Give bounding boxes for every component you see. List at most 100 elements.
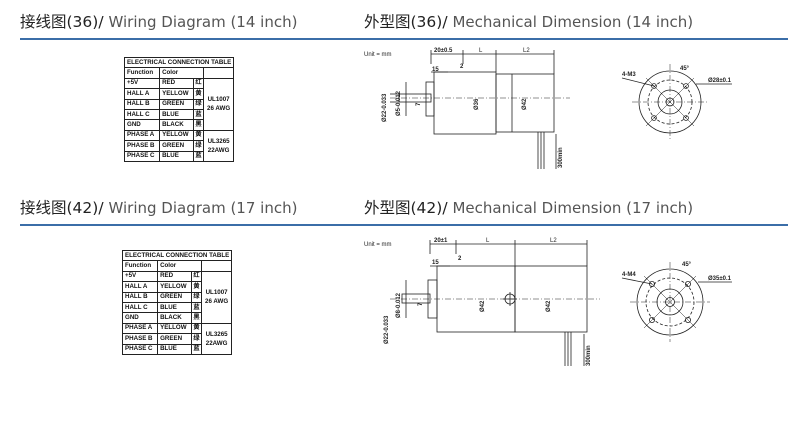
- cell-color: RED: [159, 77, 194, 90]
- wire-spec-phase: UL3265 22AWG: [200, 322, 233, 355]
- wire-spec-hall: UL1007 26 AWG: [202, 77, 235, 131]
- unit-label: Unit = mm: [364, 52, 392, 58]
- cell-function: PHASE A: [121, 322, 159, 335]
- wiring-heading-42: 接线图(42)/ Wiring Diagram (17 inch): [20, 196, 297, 218]
- mech-heading-zh: 外型图(36)/: [364, 13, 448, 31]
- dim-l2: L2: [550, 238, 557, 244]
- spec-awg: 22AWG: [205, 339, 228, 347]
- cell-function: PHASE C: [121, 343, 159, 355]
- dim-15: 15: [432, 260, 439, 266]
- dim-7: 7: [418, 302, 424, 306]
- cell-color: GREEN: [157, 291, 192, 303]
- mech-heading-zh: 外型图(42)/: [364, 199, 448, 217]
- cell-color-zh: 黄: [191, 322, 202, 335]
- cell-function: HALL C: [121, 301, 159, 314]
- dim-top: 20±0.5: [434, 48, 453, 54]
- table-row: HALL B GREEN 绿: [123, 98, 234, 110]
- cell-function: +5V: [121, 270, 159, 283]
- cell-function: GND: [121, 312, 159, 324]
- dim-thread: 4-M3: [622, 72, 636, 78]
- wiring-heading-en: Wiring Diagram (14 inch): [108, 13, 298, 31]
- dim-thread: 4-M4: [622, 272, 636, 278]
- mech-heading-en: Mechanical Dimension (14 inch): [452, 13, 694, 31]
- spec-cable: UL3265: [205, 330, 228, 338]
- cell-function: HALL B: [123, 98, 161, 110]
- cell-function: HALL B: [121, 291, 159, 303]
- motor-body-front: [433, 71, 497, 135]
- connection-table: ELECTRICAL CONNECTION TABLE Function Col…: [121, 249, 233, 355]
- unit-label: Unit = mm: [364, 242, 392, 248]
- dim-pcd: Ø35±0.1: [708, 276, 732, 282]
- spec-awg: 26 AWG: [205, 298, 229, 306]
- spec-cable: UL1007: [207, 96, 230, 104]
- cell-function: HALL A: [123, 88, 161, 100]
- spec-cable: UL3265: [207, 137, 230, 145]
- cell-color-zh: 黑: [191, 312, 202, 324]
- table-row: +5V RED 红 UL1007 26 AWG: [121, 270, 233, 324]
- dim-angle: 45°: [682, 262, 692, 268]
- table-row: PHASE A YELLOW 黄 UL3265 22AWG: [121, 322, 233, 355]
- dim-15: 15: [432, 67, 439, 73]
- cell-color-zh: 绿: [191, 333, 202, 345]
- table-row: PHASE A YELLOW 黄 UL3265 22AWG: [123, 129, 235, 162]
- dim-7: 7: [416, 102, 422, 106]
- shaft-outline: [401, 293, 431, 304]
- mech-heading-42: 外型图(42)/ Mechanical Dimension (17 inch): [364, 196, 693, 218]
- col-color: Color: [157, 260, 202, 272]
- dim-2: 2: [460, 64, 464, 70]
- cell-color-zh: 绿: [191, 291, 202, 303]
- col-function: Function: [123, 67, 161, 79]
- cell-color: YELLOW: [157, 322, 192, 335]
- cell-function: PHASE B: [121, 333, 159, 345]
- cell-color: GREEN: [159, 140, 194, 152]
- col-function: Function: [121, 260, 159, 272]
- wire-spec-hall: UL1007 26 AWG: [200, 270, 233, 324]
- table-title: ELECTRICAL CONNECTION TABLE: [121, 249, 233, 262]
- cell-function: HALL A: [121, 281, 159, 293]
- dim-body1: Ø36: [474, 98, 480, 110]
- dim-pcd: Ø28±0.1: [708, 78, 732, 84]
- wiring-heading-zh: 接线图(36)/: [20, 13, 104, 31]
- cell-color: BLACK: [159, 119, 194, 131]
- cell-color: YELLOW: [159, 88, 194, 100]
- connection-table: ELECTRICAL CONNECTION TABLE Function Col…: [123, 56, 235, 162]
- cell-color: BLUE: [157, 343, 192, 355]
- section-divider: [20, 224, 788, 226]
- section-divider: [20, 38, 788, 40]
- mechanical-drawing-42: Unit = mm 20±1 L L2 15 2 Ø8-0.012 Ø22-0.…: [364, 238, 732, 366]
- cell-color: BLACK: [157, 312, 192, 324]
- dim-lead: 300min: [586, 345, 592, 366]
- cell-color: YELLOW: [159, 129, 194, 142]
- cell-color-zh: 绿: [193, 98, 204, 110]
- cell-color: GREEN: [159, 98, 194, 110]
- cell-color: YELLOW: [157, 281, 192, 293]
- cell-color-zh: 黑: [193, 119, 204, 131]
- dim-angle: 45°: [680, 66, 690, 72]
- cell-color-zh: 蓝: [193, 108, 204, 121]
- cell-color-zh: 黄: [193, 129, 204, 142]
- pilot-outline: [425, 81, 435, 117]
- dim-body1: Ø42: [480, 300, 486, 312]
- dim-shaft: Ø8-0.012: [396, 292, 402, 318]
- mechanical-drawing-36: Unit = mm 20±0.5 L L2 15 2 Ø5-0.012 Ø22-…: [364, 48, 732, 169]
- cell-color-zh: 绿: [193, 140, 204, 152]
- cell-function: PHASE A: [123, 129, 161, 142]
- cell-color-zh: 蓝: [193, 150, 204, 162]
- mech-heading-36: 外型图(36)/ Mechanical Dimension (14 inch): [364, 10, 693, 32]
- dim-body2: Ø42: [546, 300, 552, 312]
- wiring-heading-36: 接线图(36)/ Wiring Diagram (14 inch): [20, 10, 297, 32]
- dim-l: L: [479, 48, 483, 54]
- cell-function: PHASE B: [123, 140, 161, 152]
- wiring-heading-zh: 接线图(42)/: [20, 199, 104, 217]
- cell-function: PHASE C: [123, 150, 161, 162]
- spec-awg: 22AWG: [207, 146, 230, 154]
- cell-function: +5V: [123, 77, 161, 90]
- table-title: ELECTRICAL CONNECTION TABLE: [123, 56, 235, 69]
- table-row: PHASE C BLUE 蓝: [123, 150, 234, 162]
- dim-body2: Ø42: [522, 98, 528, 110]
- spec-awg: 26 AWG: [207, 105, 231, 113]
- cell-color: GREEN: [157, 333, 192, 345]
- cell-color: BLUE: [157, 301, 192, 314]
- table-row: +5V RED 红 UL1007 26 AWG: [123, 77, 235, 131]
- dim-top: 20±1: [434, 238, 448, 244]
